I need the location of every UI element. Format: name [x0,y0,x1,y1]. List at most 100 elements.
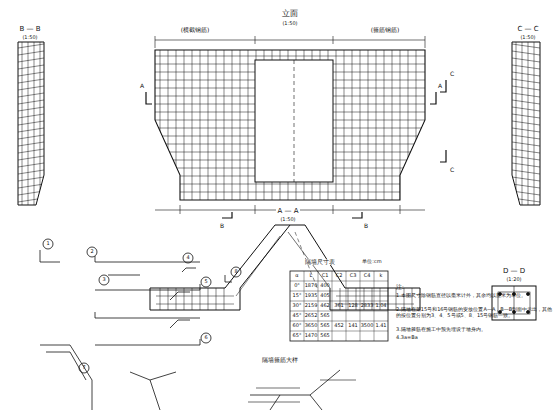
table-cell: 2159 [304,303,319,308]
rebar-line [346,271,347,341]
callout-number: 3 [101,277,106,282]
table-cell: 60° [292,323,303,328]
rebar-line [155,56,425,57]
section-title: D — D [502,268,526,275]
rebar-line [18,163,44,167]
rebar-line [290,281,388,282]
region-label: (横截钢筋) [180,27,211,33]
rebar-line [336,50,337,200]
scale-label: (1:50) [519,35,536,40]
rebar-line [224,288,225,310]
note-text: 3.隔墙箍筋在施工中预先埋设于墙身内。 [395,326,557,332]
rebar-line [290,291,388,292]
rebar-line [290,321,388,322]
table-cell: 141 [347,323,359,328]
rebar-line [18,93,44,97]
section-marker: C [449,71,455,77]
note-text: 2.隔墙在第15号和16号钢筋的安放位置A—A，B—B剖面中示出，其他的按位置分… [395,306,557,318]
rebar-line [332,271,333,341]
scale-label: (1:50) [21,35,38,40]
rebar-line [512,121,540,125]
rebar-line [160,288,161,310]
rebar-line [18,72,44,76]
rebar-line [352,50,353,200]
rebar-line [18,121,44,125]
rebar-line [512,135,540,139]
callout-number: 5 [203,279,208,284]
table-cell: 45° [292,313,303,318]
rebar-line [192,50,193,200]
rebar-line [168,288,169,310]
rebar-line [176,288,177,310]
view-title: 立面 [281,10,299,18]
section-title: A — A [276,208,299,215]
rebar-line [200,50,201,200]
rebar-line [18,149,44,153]
rebar-line [512,156,540,160]
table-cell: 565 [319,333,331,338]
rebar-line [18,198,44,202]
table-cell: 3500 [360,323,375,328]
rebar-line [18,100,44,104]
section-title: B — B [18,26,41,33]
rebar-line [290,301,388,302]
rebar-line [512,107,540,111]
table-cell: 400 [319,283,331,288]
rebar-line [18,156,44,160]
table-cell: 1935 [304,293,319,298]
table-cell: 1870 [304,283,319,288]
rebar-line [224,50,225,200]
rebar-line [512,177,540,181]
section-marker: C [449,167,455,173]
rebar-line [384,50,385,200]
rebar-line [18,65,44,69]
rebar-line [516,42,517,205]
rebar-line [208,50,209,200]
table-cell: 462 [319,303,331,308]
rebar-line [184,50,185,200]
rebar-line [512,128,540,132]
rebar-line [18,114,44,118]
rebar-line [248,50,249,200]
rebar-line [512,86,540,90]
rebar-line [18,79,44,83]
table-cell: 452 [333,323,345,328]
rebar-line [155,192,425,193]
rebar-line [290,311,388,312]
callout-number: 8 [233,269,238,274]
rebar-line [512,93,540,97]
rebar-line [376,50,377,200]
rebar-line [184,288,185,310]
rebar-line [512,184,540,188]
table-cell: 65° [292,333,303,338]
section-marker: A [139,83,145,89]
table-cell: 1.04 [374,303,387,308]
table-cell: C1 [321,273,330,278]
table-cell: 361 [333,303,345,308]
table-cell: 2652 [304,313,319,318]
table-cell: 30° [292,303,303,308]
rebar-line [155,184,425,185]
rebar-line [18,170,44,174]
rebar-line [408,50,409,200]
rebar-line [360,271,361,341]
table-title: 隔墙尺寸表 [304,259,336,265]
section-marker: B [219,223,225,229]
rebar-line [374,271,375,341]
rebar-line [512,149,540,153]
table-cell: 565 [319,323,331,328]
rebar-line [512,198,540,202]
callout-number: 2 [89,249,94,254]
detail-title: 隔墙箍筋大样 [261,357,299,363]
callout-number: 7 [81,365,86,370]
rebar-line [512,44,540,48]
rebar-line [512,65,540,69]
table-cell: 3650 [304,323,319,328]
table-cell: k [379,273,384,278]
table-cell: 565 [319,313,331,318]
rebar-line [160,50,161,200]
rebar-line [344,50,345,200]
rebar-line [18,177,44,181]
rebar-line [512,114,540,118]
